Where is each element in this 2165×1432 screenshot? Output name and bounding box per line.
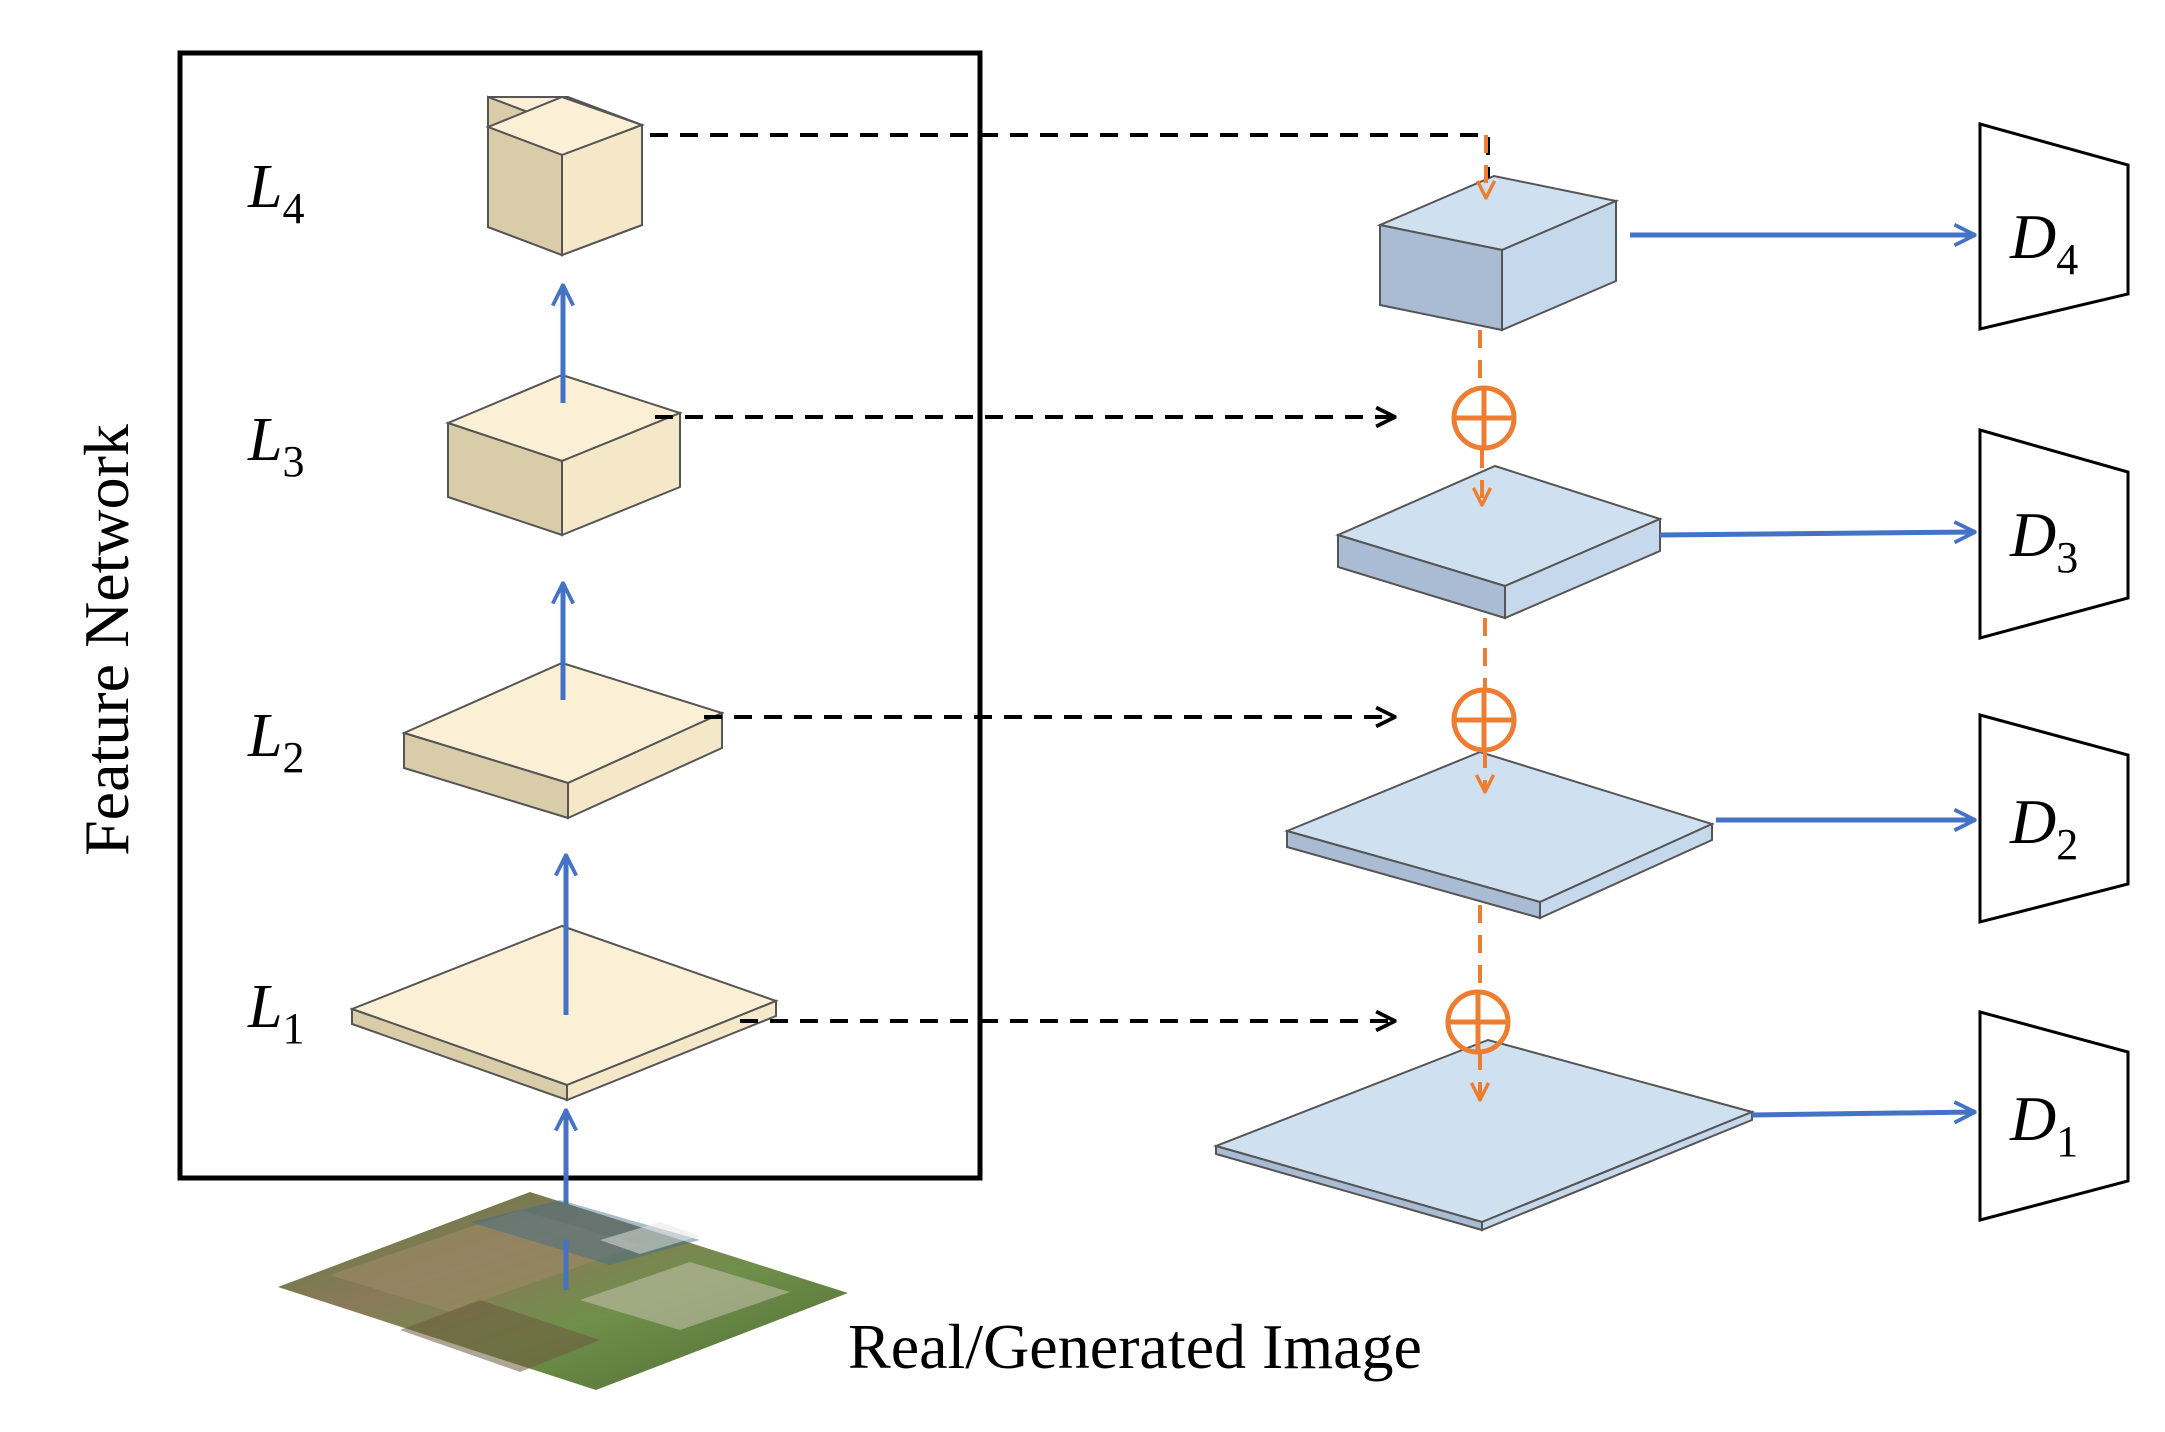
level-label-l4: L4 — [247, 153, 304, 233]
lateral-connection-l4 — [650, 133, 1490, 178]
to-discriminator-1 — [1751, 1112, 1975, 1115]
level-label-l1: L1 — [247, 973, 304, 1053]
discriminator-label-1: D1 — [2009, 1083, 2078, 1166]
fused-block-1 — [1212, 1038, 1756, 1232]
feature-block-l2 — [401, 661, 725, 820]
fused-block-3 — [1335, 464, 1663, 620]
fusion-node-3 — [1451, 385, 1517, 451]
discriminator-label-4: D4 — [2009, 201, 2078, 284]
feature-block-l4 — [485, 95, 645, 257]
to-discriminator-3 — [1659, 532, 1975, 535]
discriminator-label-3: D3 — [2009, 499, 2078, 582]
input-image-label: Real/Generated Image — [848, 1311, 1422, 1382]
discriminator-label-2: D2 — [2009, 786, 2078, 869]
level-label-l3: L3 — [247, 406, 304, 486]
fusion-node-2 — [1451, 687, 1517, 753]
feature-block-l3 — [445, 373, 683, 537]
fusion-node-1 — [1445, 989, 1511, 1055]
discriminator-3 — [1978, 428, 2130, 640]
fused-block-4 — [1376, 174, 1620, 332]
discriminator-4 — [1978, 122, 2130, 331]
level-label-l2: L2 — [247, 702, 304, 782]
feature-network-box — [177, 50, 983, 1181]
input-image — [278, 1192, 848, 1390]
fused-block-2 — [1283, 750, 1715, 920]
discriminator-2 — [1978, 713, 2130, 924]
discriminator-1 — [1978, 1010, 2130, 1222]
feature-network-label: Feature Network — [71, 424, 142, 856]
